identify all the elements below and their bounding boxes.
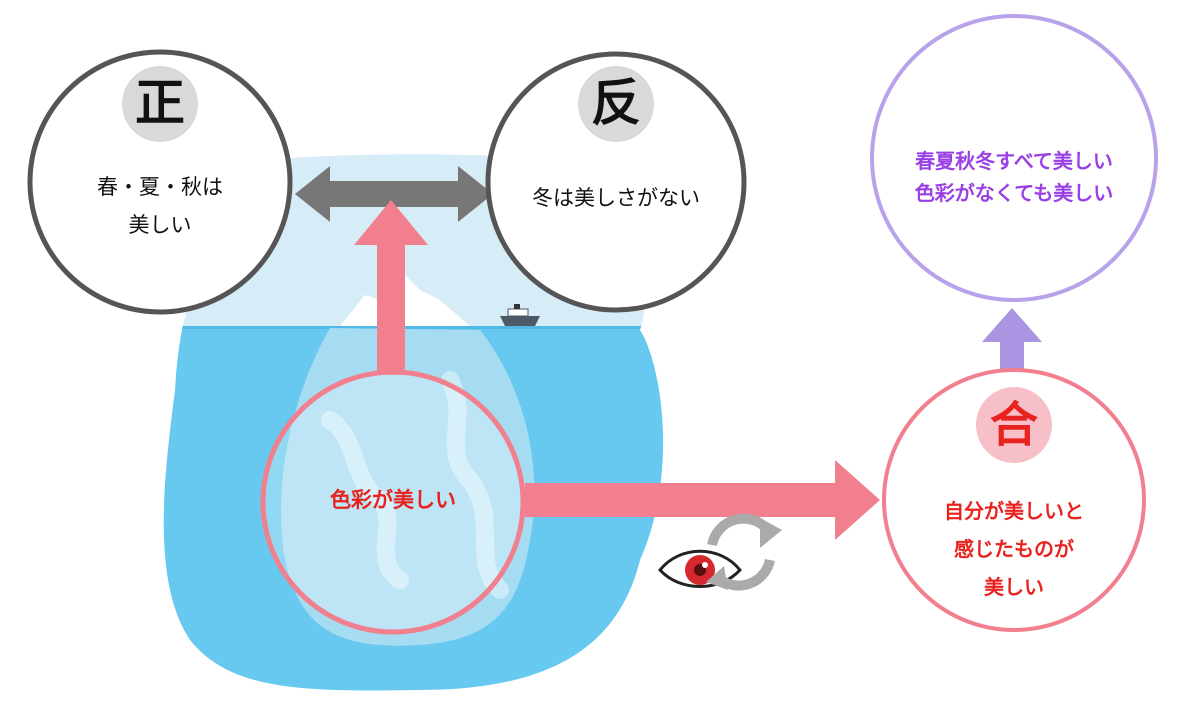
synthesis-circle <box>882 368 1146 632</box>
antithesis-circle <box>485 51 747 313</box>
refresh-icon-head-2 <box>706 566 728 590</box>
thesis-line-1: 春・夏・秋は <box>97 175 223 199</box>
thesis-glyph: 正 <box>135 73 185 132</box>
antithesis-text: 冬は美しさがない <box>500 183 732 213</box>
thesis-circle <box>27 49 293 315</box>
thesis-text: 春・夏・秋は 美しい <box>50 168 270 244</box>
ship-icon <box>500 304 540 326</box>
synthesis-glyph-bg <box>976 387 1052 463</box>
right-arrow-icon <box>525 460 880 540</box>
premise-text: 色彩が美しい <box>283 484 503 516</box>
conclusion-circle <box>870 14 1158 302</box>
refresh-icon-head-1 <box>760 518 782 548</box>
synthesis-text: 自分が美しいと 感じたものが 美しい <box>904 492 1124 606</box>
premise-label: 色彩が美しい <box>330 487 456 512</box>
synthesis-line-3: 美しい <box>984 575 1044 599</box>
premise-circle <box>260 369 526 635</box>
thesis-line-2: 美しい <box>128 213 192 237</box>
conclusion-line-1: 春夏秋冬すべて美しい <box>915 149 1113 173</box>
double-arrow-icon <box>295 166 493 222</box>
synthesis-line-1: 自分が美しいと <box>944 499 1084 523</box>
synthesis-glyph: 合 <box>989 397 1038 453</box>
conclusion-text: 春夏秋冬すべて美しい 色彩がなくても美しい <box>874 145 1154 209</box>
conclusion-line-2: 色彩がなくても美しい <box>914 181 1114 205</box>
antithesis-glyph-bg <box>578 66 654 142</box>
thesis-glyph-bg <box>122 66 198 142</box>
antithesis-glyph: 反 <box>591 73 641 132</box>
synthesis-line-2: 感じたものが <box>954 537 1074 561</box>
purple-up-arrow-icon <box>982 308 1042 374</box>
antithesis-line-1: 冬は美しさがない <box>532 186 700 210</box>
up-arrow-icon <box>354 200 428 375</box>
